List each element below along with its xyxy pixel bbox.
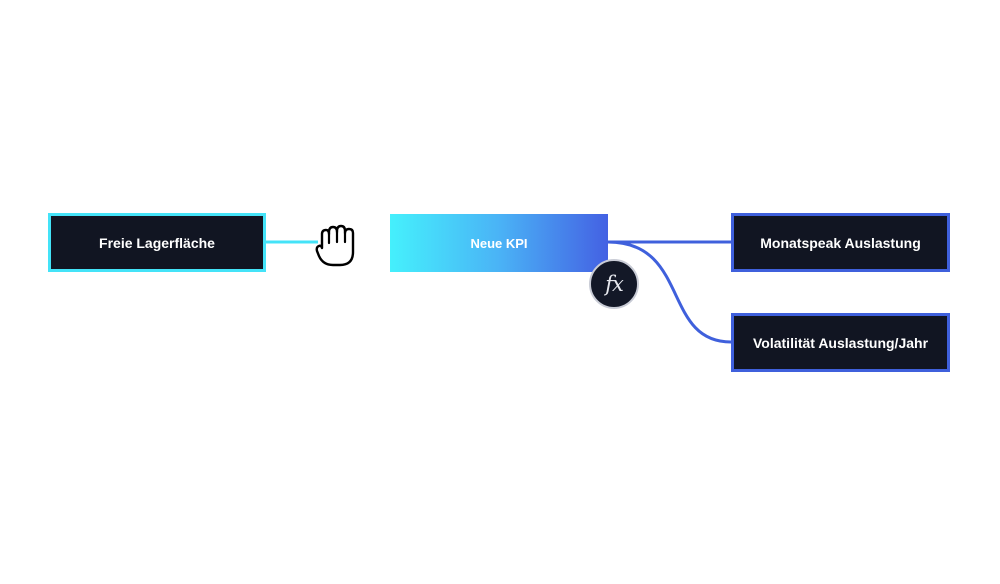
node-label: Freie Lagerfläche bbox=[99, 234, 215, 251]
connector-center-to-target-2 bbox=[607, 240, 732, 344]
node-freie-lagerflaeche[interactable]: Freie Lagerfläche bbox=[48, 213, 266, 272]
node-neue-kpi[interactable]: Neue KPI bbox=[390, 214, 608, 272]
grab-hand-icon bbox=[315, 224, 355, 267]
node-label: Monatspeak Auslastung bbox=[760, 234, 921, 251]
function-icon[interactable]: fx bbox=[589, 259, 639, 309]
fx-label: fx bbox=[605, 272, 624, 296]
node-label: Neue KPI bbox=[470, 235, 528, 251]
node-volatilitaet-auslastung[interactable]: Volatilität Auslastung/Jahr bbox=[731, 313, 950, 372]
node-label: Volatilität Auslastung/Jahr bbox=[752, 334, 929, 351]
node-monatspeak-auslastung[interactable]: Monatspeak Auslastung bbox=[731, 213, 950, 272]
